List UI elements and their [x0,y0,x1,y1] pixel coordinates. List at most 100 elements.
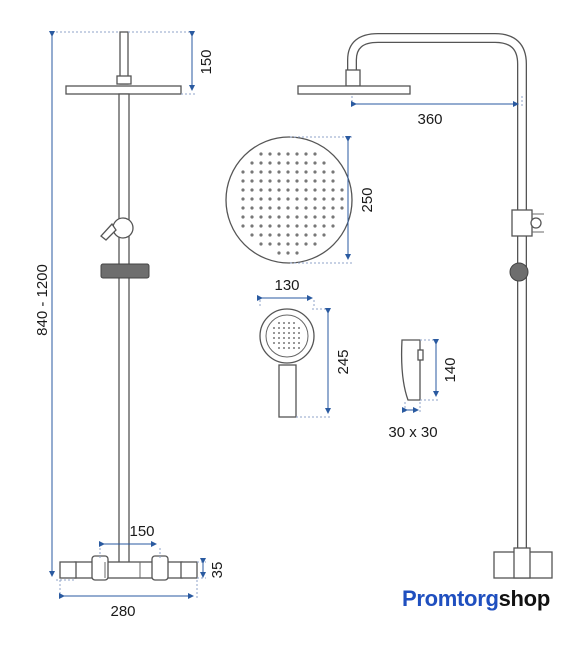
nozzle-dot [313,188,317,192]
nozzle-dot [295,224,299,228]
nozzle-dot [250,179,254,183]
nozzle-dot [259,170,263,174]
hand-nozzle-dot [293,332,295,334]
head-diameter-label: 250 [359,187,376,212]
nozzle-dot [259,224,263,228]
nozzle-dot [322,197,326,201]
nozzle-dot [313,161,317,165]
slider-holder [100,263,150,279]
hand-nozzle-dot [288,332,290,334]
nozzle-dot [241,179,245,183]
nozzle-dot [268,170,272,174]
nozzle-dot [241,206,245,210]
nozzle-dot [250,197,254,201]
nozzle-dot [295,233,299,237]
nozzle-dot [277,188,281,192]
nozzle-dot [340,197,344,201]
side-shower-head [297,85,411,95]
nozzle-dot [268,242,272,246]
nozzle-dot [295,242,299,246]
nozzle-dot [241,170,245,174]
holder-height-label: 140 [442,357,459,382]
nozzle-dot [277,242,281,246]
hand-nozzle-dot [298,347,300,349]
nozzle-dot [304,242,308,246]
riser-pipe [118,93,130,565]
nozzle-dot [331,206,335,210]
brand-logo: Promtorgshop [402,586,550,612]
front-dimensions: 840 - 1200 150 150 35 280 [34,31,226,620]
nozzle-dot [304,215,308,219]
hand-nozzle-dot [293,347,295,349]
hand-nozzle-dot [283,337,285,339]
nozzle-dot [259,242,263,246]
nozzle-dot [268,206,272,210]
hand-nozzle-dot [293,322,295,324]
nozzle-dot [295,197,299,201]
nozzle-dot [322,224,326,228]
nozzle-dot [313,179,317,183]
nozzle-dot [277,233,281,237]
hand-nozzle-dot [273,332,275,334]
nozzle-dot [331,215,335,219]
nozzle-dot [286,251,290,255]
nozzle-dot [268,161,272,165]
nozzle-dot [286,188,290,192]
hand-nozzle-dot [278,337,280,339]
nozzle-dot [313,206,317,210]
nozzle-dot [259,179,263,183]
hand-nozzle-dot [273,327,275,329]
hand-nozzle-dot [298,332,300,334]
nozzle-dot [313,242,317,246]
nozzle-dot [268,179,272,183]
hand-nozzle-dot [273,342,275,344]
nozzle-dot [313,197,317,201]
hand-nozzle-dot [293,337,295,339]
hand-nozzle-dot [293,327,295,329]
hand-nozzle-dot [288,337,290,339]
nozzle-dot [286,152,290,156]
nozzle-dot [250,206,254,210]
nozzle-dot [340,206,344,210]
nozzle-dot [277,215,281,219]
nozzle-dot [295,206,299,210]
nozzle-dot [340,188,344,192]
shower-head-top: 250 [225,136,376,264]
nozzle-dot [304,197,308,201]
hand-nozzle-dot [293,342,295,344]
nozzle-dot [295,215,299,219]
diverter-knob [112,217,134,239]
nozzle-dot [250,170,254,174]
brand-part2: shop [498,586,551,611]
nozzle-dot [304,161,308,165]
hand-nozzle-dot [283,322,285,324]
wall-holder: 140 30 x 30 [388,339,459,441]
nozzle-dot [241,215,245,219]
mixer-width-label: 280 [110,603,135,620]
hand-nozzle-dot [273,337,275,339]
nozzle-dot [304,206,308,210]
nozzle-dot [331,170,335,174]
nozzle-dot [295,152,299,156]
nozzle-dot [286,170,290,174]
brand-part1: Promtorg [402,586,499,611]
nozzle-dot [250,188,254,192]
nozzle-dot [286,242,290,246]
nozzle-dot [331,179,335,183]
hand-nozzle-dot [283,347,285,349]
nozzle-dot [241,188,245,192]
nozzle-dot [241,224,245,228]
nozzle-dot [313,170,317,174]
nozzle-dot [304,179,308,183]
side-dimensions: 360 [351,96,523,128]
total-height-label: 840 - 1200 [34,264,51,336]
hand-nozzle-dot [278,342,280,344]
arm-reach-label: 360 [417,111,442,128]
hand-nozzle-dot [283,342,285,344]
nozzle-dot [322,206,326,210]
nozzle-dot [277,161,281,165]
nozzle-dot [295,179,299,183]
nozzle-dot [313,233,317,237]
